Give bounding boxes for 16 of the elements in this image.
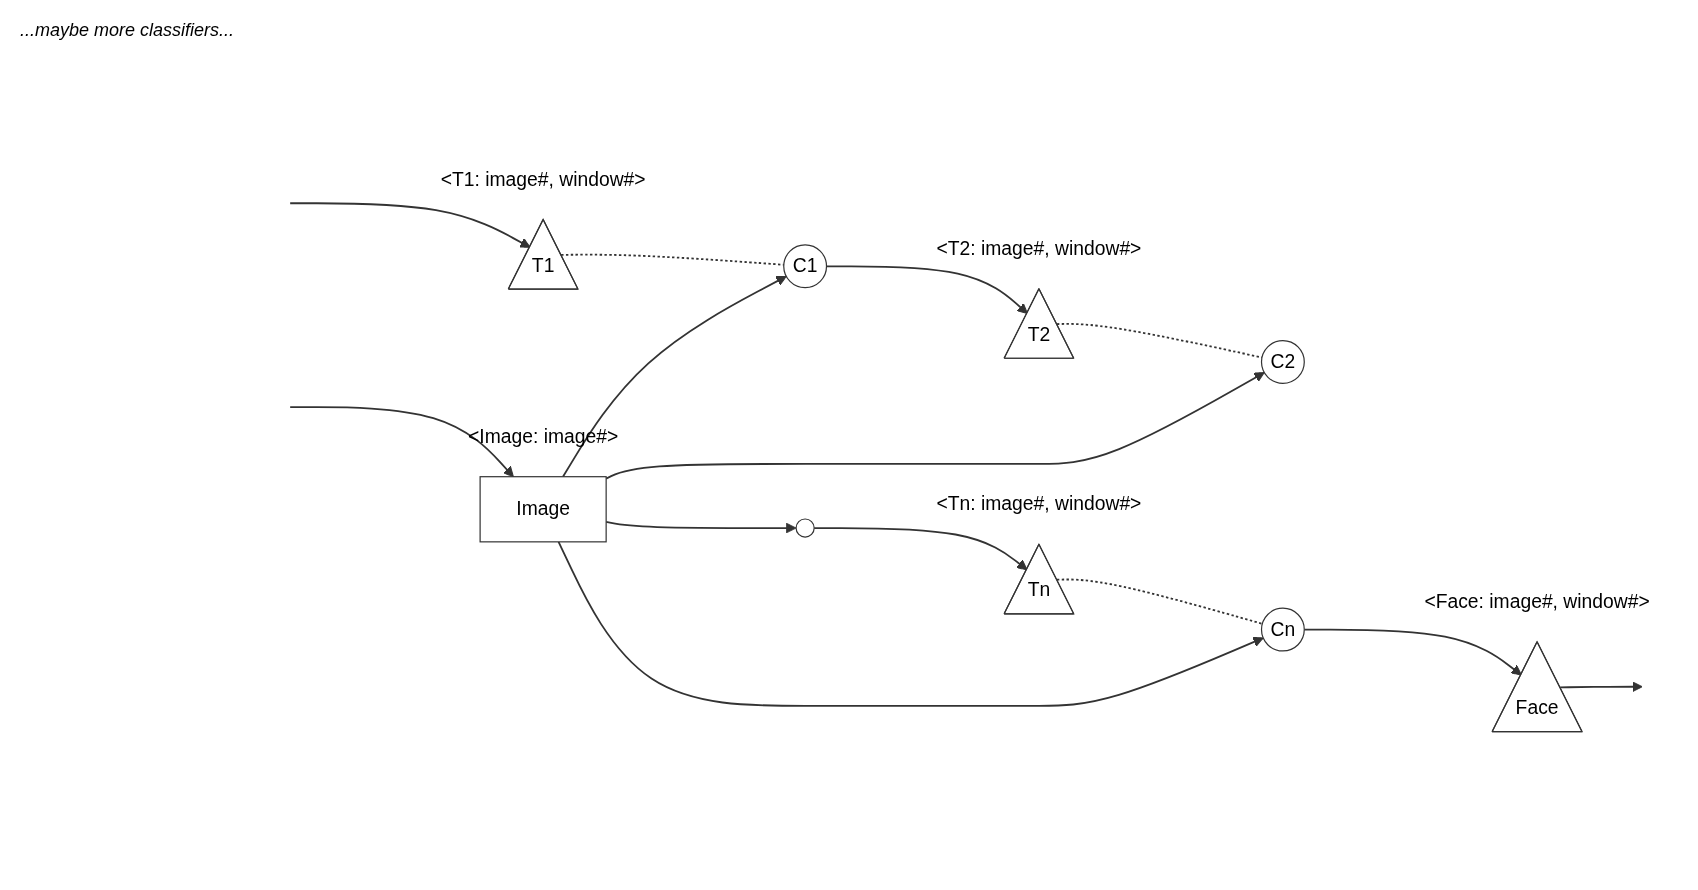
- node-circle: C2: [1260, 339, 1305, 384]
- node-label: <Tn: image#, window#>: [936, 493, 1142, 514]
- node-circle: [795, 517, 815, 538]
- node-label: <Face: image#, window#>: [1424, 590, 1650, 612]
- arrow: [605, 371, 1265, 480]
- node-label: <T1: image#, window#>: [440, 168, 646, 189]
- arrow: [1559, 680, 1643, 692]
- arrow: [562, 275, 787, 478]
- arrow: [557, 540, 1264, 707]
- node-circle: C1: [783, 243, 828, 288]
- arrow: [289, 201, 531, 248]
- node-box: Image: [479, 475, 607, 542]
- node-label: <T2: image#, window#>: [936, 237, 1142, 259]
- note-text: ...maybe more classifiers...: [20, 20, 236, 41]
- node-circle: Cn: [1260, 607, 1305, 652]
- arrow: [289, 405, 514, 477]
